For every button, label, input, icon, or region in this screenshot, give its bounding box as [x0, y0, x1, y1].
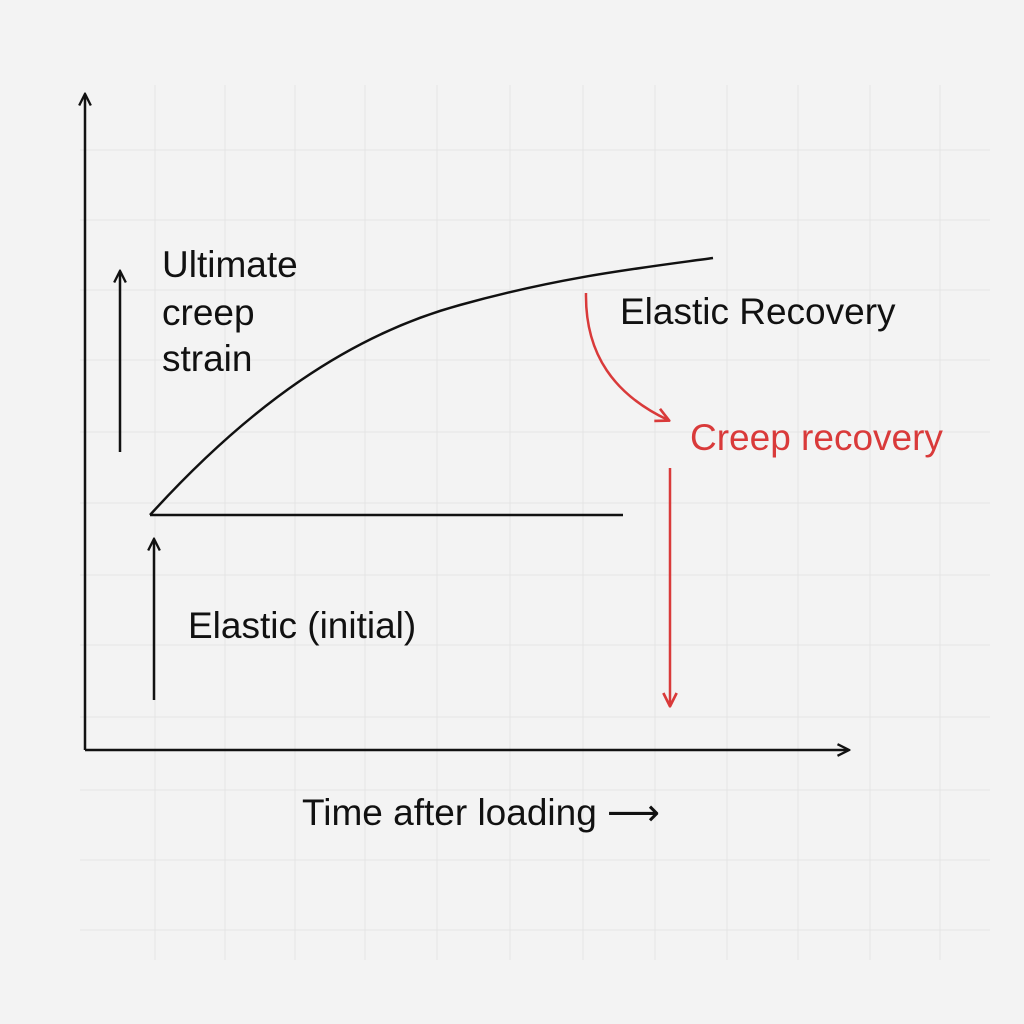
- time-axis-label: Time after loading ⟶: [302, 792, 660, 833]
- elastic-recovery-arrow: [584, 292, 668, 420]
- elastic-recovery-label: Elastic Recovery: [620, 291, 896, 332]
- ultimate-creep-label-line1: Ultimate: [162, 244, 298, 285]
- elastic-initial-label: Elastic (initial): [188, 605, 416, 646]
- ultimate-creep-label-line3: strain: [162, 338, 252, 379]
- background-grid: [80, 85, 990, 960]
- ultimate-creep-label-line2: creep: [162, 292, 255, 333]
- creep-recovery-label: Creep recovery: [690, 417, 943, 458]
- creep-curve: [149, 256, 714, 516]
